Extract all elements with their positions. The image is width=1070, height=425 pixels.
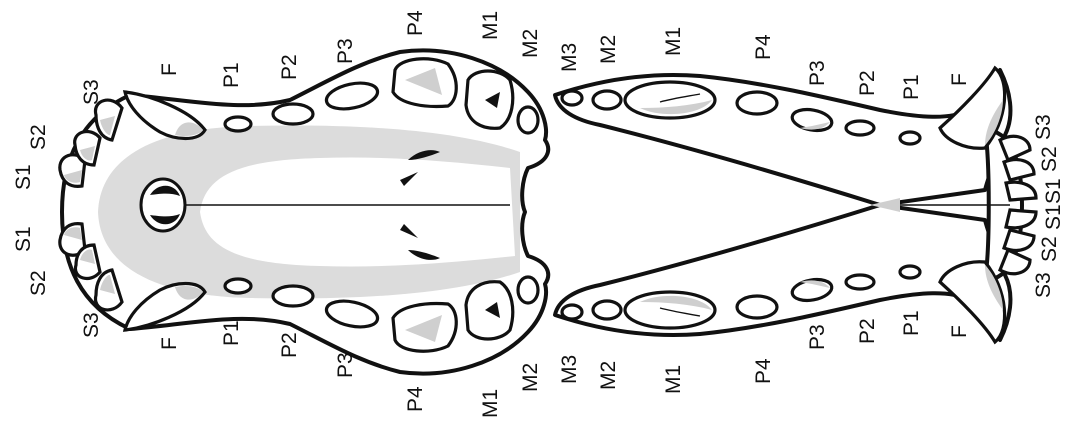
label-s1: S1 — [1042, 204, 1065, 230]
label-p4: P4 — [404, 386, 427, 412]
label-s3: S3 — [80, 79, 103, 105]
label-p3: P3 — [334, 352, 357, 378]
label-m2: M2 — [519, 363, 542, 392]
label-s3: S3 — [1032, 272, 1055, 298]
label-m1: M1 — [662, 365, 685, 394]
label-s2: S2 — [27, 124, 50, 150]
label-m1: M1 — [479, 389, 502, 418]
label-p3: P3 — [334, 38, 357, 64]
label-p1: P1 — [900, 74, 923, 100]
label-f: F — [158, 337, 181, 350]
label-p2: P2 — [278, 332, 301, 358]
label-m2: M2 — [597, 361, 620, 390]
label-p4: P4 — [752, 358, 775, 384]
label-s3: S3 — [1032, 114, 1055, 140]
lower-jaw-outline-top — [555, 70, 1010, 205]
label-p4: P4 — [752, 34, 775, 60]
label-s2: S2 — [1038, 146, 1061, 172]
label-s2: S2 — [27, 270, 50, 296]
label-p1: P1 — [220, 320, 243, 346]
label-m1: M1 — [662, 27, 685, 56]
label-f: F — [948, 325, 971, 338]
label-s1: S1 — [1042, 178, 1065, 204]
label-s3: S3 — [80, 312, 103, 338]
label-s1: S1 — [12, 164, 35, 190]
label-p2: P2 — [278, 54, 301, 80]
label-p3: P3 — [806, 324, 829, 350]
label-p3: P3 — [806, 60, 829, 86]
label-p1: P1 — [220, 62, 243, 88]
lower-jaw-outline-bottom — [555, 205, 1010, 340]
label-p1: P1 — [900, 310, 923, 336]
incisive-foramen — [141, 179, 185, 231]
label-m2: M2 — [597, 35, 620, 64]
label-s1: S1 — [12, 226, 35, 252]
label-m2: M2 — [519, 29, 542, 58]
label-f: F — [948, 73, 971, 86]
label-p4: P4 — [404, 10, 427, 36]
lower-jaw — [555, 68, 1036, 342]
upper-jaw — [60, 50, 548, 373]
label-m3: M3 — [558, 43, 581, 72]
label-f: F — [158, 63, 181, 76]
label-m1: M1 — [479, 11, 502, 40]
label-s2: S2 — [1038, 236, 1061, 262]
label-p2: P2 — [856, 70, 879, 96]
upper-palate-inner — [200, 157, 515, 266]
label-m3: M3 — [558, 355, 581, 384]
label-p2: P2 — [856, 318, 879, 344]
